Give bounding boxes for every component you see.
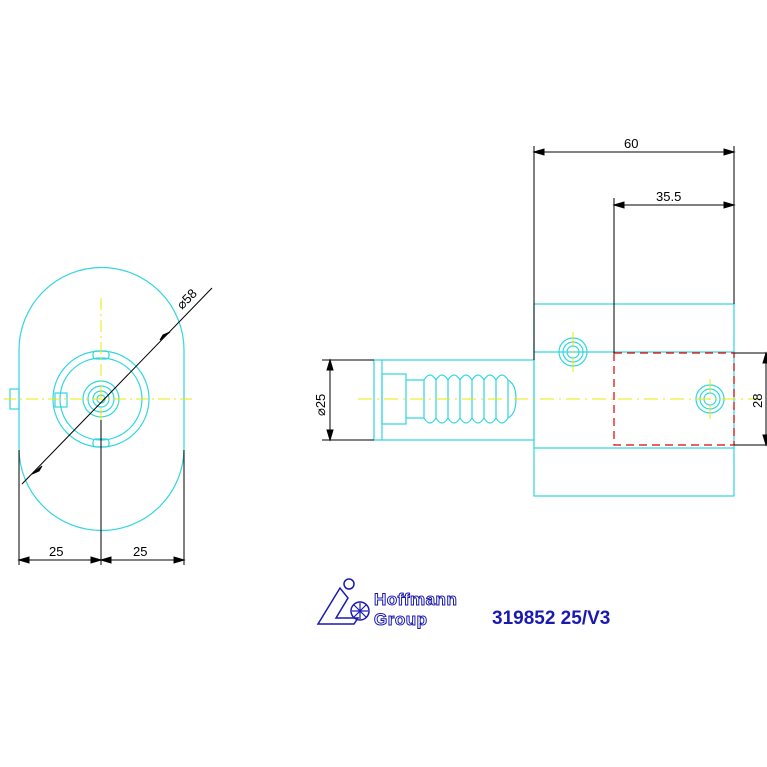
side-view-centerline	[358, 332, 760, 419]
side-view	[373, 303, 735, 497]
front-view-centerlines	[4, 298, 195, 498]
side-view-dim-35-5	[612, 198, 736, 353]
logo-line-1: Hoffmann	[374, 590, 457, 609]
side-view-dim-shank-diameter	[322, 358, 374, 442]
hoffmann-logo: Hoffmann Group	[316, 578, 457, 630]
dim-overall-length: 60	[624, 136, 638, 151]
logo-line-2: Group	[374, 610, 428, 629]
side-view-shank	[373, 359, 535, 441]
dim-diameter-body: ⌀58	[174, 286, 200, 312]
side-view-dim-28	[734, 351, 767, 447]
dim-offset-length: 35.5	[656, 189, 681, 204]
dim-shank-diameter: ⌀25	[313, 394, 328, 416]
front-view-outer-body	[18, 266, 185, 532]
dim-height: 28	[750, 394, 765, 408]
diameter-leader	[21, 287, 213, 485]
dim-half-width-right: 25	[133, 544, 147, 559]
part-number: 319852 25/V3	[492, 608, 610, 629]
front-view-left-notch	[54, 392, 68, 408]
side-view-hidden-bore	[613, 352, 735, 446]
side-view-dim-60	[532, 146, 736, 360]
hoffmann-emblem-icon	[316, 586, 360, 625]
side-view-shank-collar	[381, 373, 407, 425]
front-view-bottom-dims	[17, 420, 186, 565]
dim-half-width-left: 25	[49, 544, 63, 559]
